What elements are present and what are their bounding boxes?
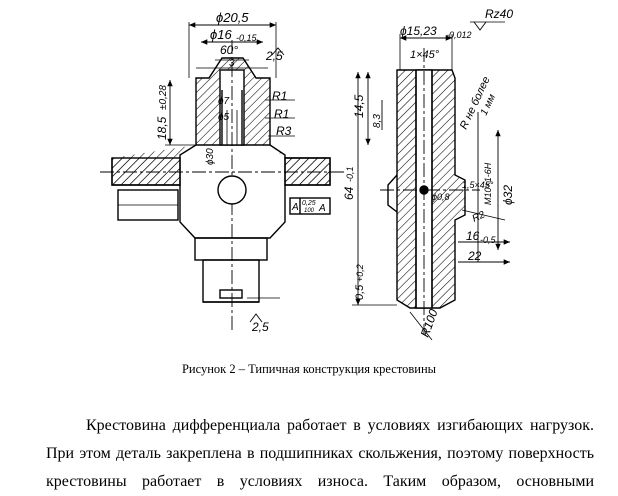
dim-height-tol: ±0,28: [158, 85, 169, 110]
dim-phi32: ϕ32: [501, 185, 515, 205]
right-view: [352, 21, 510, 340]
figure-caption: Рисунок 2 – Типичная конструкция крестов…: [181, 362, 437, 376]
roughness-bottom: 2,5: [251, 320, 269, 334]
dim-phi30: ϕ30: [205, 148, 216, 165]
paragraph-line: При этом деталь закреплена в подшипниках…: [46, 445, 594, 462]
dim-l16: 16: [466, 229, 480, 243]
dim-d-top-tol: -0,012: [446, 30, 472, 40]
technical-drawing: ϕ20,5 ϕ16 -0,15 60° 3 18,5 ±0,28 2,5 ϕ7 …: [100, 7, 515, 340]
dim-bottom: 0,5: [354, 284, 366, 300]
dim-l22: 22: [467, 249, 482, 263]
dim-chamfer: 1×45°: [410, 49, 440, 61]
dim-height: 18,5: [155, 116, 169, 140]
dim-angle: 60°: [220, 43, 238, 57]
left-view: [100, 22, 345, 330]
dim-total-tol: -0,1: [345, 166, 355, 182]
radius-r100: R100: [418, 307, 441, 339]
datum-a: A: [318, 203, 326, 214]
radius-r3: R3: [276, 124, 292, 138]
tolerance-frame-len: 100: [304, 208, 315, 214]
dim-phi08: ϕ0,8: [432, 192, 450, 202]
dim-chamfer2: 1,5×45°: [462, 180, 494, 190]
paragraph-line: Крестовина дифференциала работает в усло…: [86, 417, 594, 434]
dim-h83: 8,3: [372, 114, 383, 128]
radius-r1-a: R1: [272, 89, 287, 103]
dim-width3: 3: [229, 58, 235, 69]
dim-thread: M10×1-6H: [483, 162, 493, 205]
radius-r1-b: R1: [274, 107, 289, 121]
dim-total: 64: [342, 186, 356, 200]
tolerance-frame-base: A: [291, 202, 299, 213]
dim-h145: 14,5: [352, 94, 366, 118]
roughness-rz: Rz40: [485, 7, 513, 21]
dim-d-inner: ϕ16: [210, 27, 232, 42]
tolerance-frame-val: 0,25: [302, 200, 316, 207]
radius-r2: R2: [471, 209, 488, 225]
dim-d-outer: ϕ20,5: [216, 10, 249, 25]
dim-phi7: ϕ7: [218, 96, 230, 107]
left-view-labels: ϕ20,5 ϕ16 -0,15 60° 3 18,5 ±0,28 2,5 ϕ7 …: [155, 10, 326, 334]
dim-d-inner-tol: -0,15: [236, 33, 258, 43]
body-paragraph: Крестовина дифференциала работает в усло…: [46, 412, 594, 496]
dim-bottom-tol: +0,2: [355, 264, 365, 282]
paragraph-line: крестовины работает в условиях износа. Т…: [46, 473, 594, 490]
roughness-top: 2,5: [265, 49, 283, 63]
dim-d-top: ϕ15,23: [400, 24, 437, 38]
dim-l16-tol: -0,5: [480, 235, 497, 245]
dim-phi5: ϕ5: [218, 112, 230, 123]
